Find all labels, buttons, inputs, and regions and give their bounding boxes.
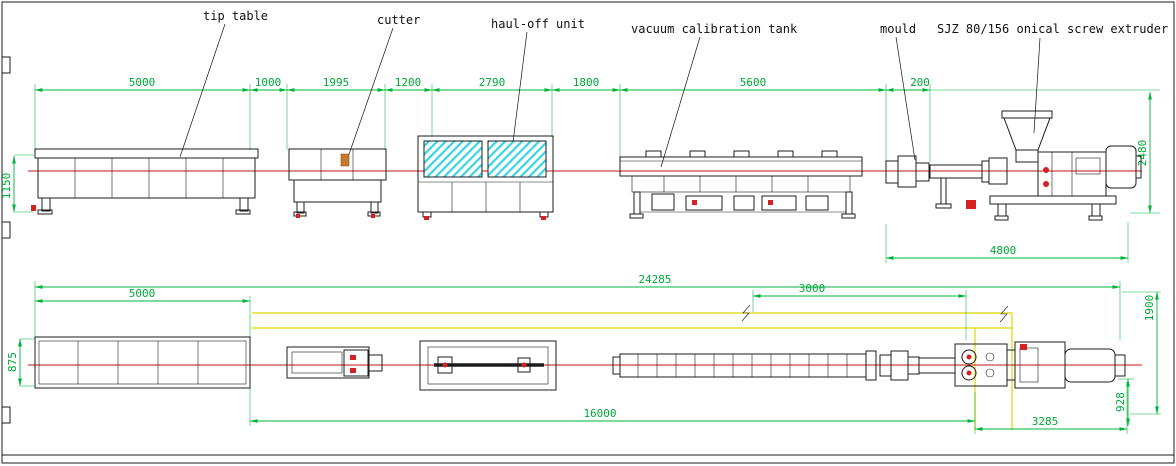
cutter-elevation (288, 148, 387, 218)
dim-5000-top: 5000 (129, 76, 156, 89)
label-mould: mould (880, 22, 916, 36)
frame-mark (1, 221, 11, 239)
tip-table-plan (34, 336, 251, 389)
hopper-rim (1001, 110, 1053, 119)
dim-1000: 1000 (255, 76, 282, 89)
vacuum-tank-elevation (619, 150, 863, 219)
anchor-mark (31, 205, 36, 211)
dim-2790: 2790 (479, 76, 506, 89)
mould-elevation (885, 155, 930, 188)
extruder-elevation (929, 110, 1142, 221)
cutter-plan (286, 346, 383, 379)
cutter-handle (340, 153, 350, 167)
frame-mark (1, 406, 11, 424)
plan-dimensions: 24285 5000 3000 1900 875 16000 3285 928 (6, 273, 1159, 431)
elevation-dimensions: 5000 1000 1995 1200 2790 1800 5600 200 2… (0, 76, 1152, 260)
dim-16000: 16000 (583, 407, 616, 420)
dim-5000-plan: 5000 (129, 287, 156, 300)
drive-motor (1105, 145, 1137, 189)
extruder-detail (966, 200, 976, 209)
dim-2480: 2480 (1136, 140, 1149, 167)
dim-3000: 3000 (799, 282, 826, 295)
break-mark (999, 305, 1009, 323)
dim-875: 875 (6, 352, 19, 372)
tip-table-elevation (31, 148, 259, 215)
elevation-labels: tip table cutter haul-off unit vacuum ca… (179, 9, 1168, 168)
dim-1800: 1800 (573, 76, 600, 89)
mould-plan (879, 350, 920, 381)
haul-off-elevation (417, 135, 554, 220)
dim-24285: 24285 (638, 273, 671, 286)
dim-4800: 4800 (990, 244, 1017, 257)
dim-200: 200 (910, 76, 930, 89)
dim-1995: 1995 (323, 76, 350, 89)
elevation-extension-lines (14, 84, 1160, 263)
label-tip-table: tip table (203, 9, 268, 23)
dim-1200: 1200 (395, 76, 422, 89)
vacuum-tank-plan (612, 350, 877, 381)
frame-mark (1, 56, 11, 74)
dim-1900: 1900 (1143, 295, 1156, 322)
dim-3285: 3285 (1032, 415, 1059, 428)
haul-off-window (423, 140, 483, 178)
elevation-view: 5000 1000 1995 1200 2790 1800 5600 200 2… (0, 9, 1168, 263)
haul-off-window (487, 140, 547, 178)
hopper (1003, 117, 1051, 151)
dim-1150: 1150 (0, 173, 13, 200)
label-cutter: cutter (377, 13, 420, 27)
break-mark (741, 304, 751, 322)
label-haul-off-unit: haul-off unit (491, 17, 585, 31)
label-extruder: SJZ 80/156 onical screw extruder (937, 22, 1168, 36)
dim-5600: 5600 (740, 76, 767, 89)
plan-view: 24285 5000 3000 1900 875 16000 3285 928 (6, 273, 1161, 434)
guide-lines (252, 304, 1013, 430)
motor-plan (1064, 348, 1116, 383)
haul-off-plan (419, 340, 557, 391)
dim-928: 928 (1114, 392, 1127, 412)
extruder-plan (918, 341, 1126, 389)
label-vacuum-calibration-tank: vacuum calibration tank (631, 22, 798, 36)
